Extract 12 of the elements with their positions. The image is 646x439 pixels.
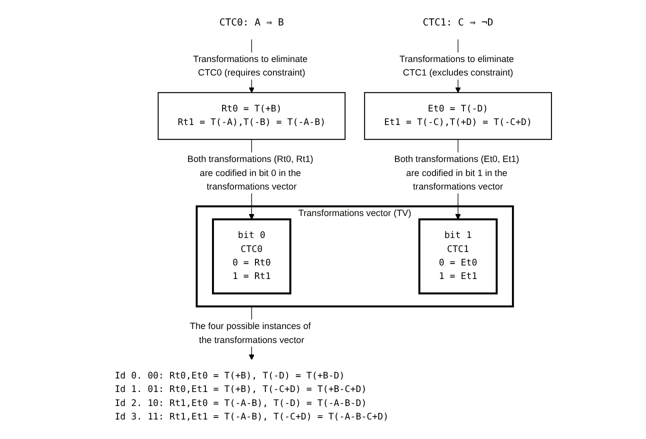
edge-label: Transformations to eliminate CTC1 (excludes constraint) xyxy=(399,54,514,78)
node-text: Id 0. 00: Rt0,Et0 = T(+B), T(-D) = T(+B-D) Id 1. 01: Rt0,Et1 = T(+B), T(-C+D) = T(+B-C+D) Id 2. 10: Rt1,Et0 = T(-A-B), T(-D) = T(-A-B-D) Id 3. 11: Rt1,Et1 = T(-A-B), T(-C+D) = T(-A-B-C+D) xyxy=(114,370,388,422)
node-text: CTC0: A ⇒ B xyxy=(219,16,284,28)
node-box: bit 1 CTC1 0 = Et0 1 = Et1 xyxy=(418,218,498,294)
edge-label: Transformations to eliminate CTC0 (requires constraint) xyxy=(192,54,308,78)
node-box: bit 0 CTC0 0 = Rt0 1 = Rt1 xyxy=(212,218,291,294)
node-box: Et0 = T(-D) Et1 = T(-C),T(+D) = T(-C+D) xyxy=(364,92,552,140)
edge-label: Both transformations (Rt0, Rt1) are codified in bit 0 in the transformations vector xyxy=(187,154,313,192)
edge-label: The four possible instances of the transformations vector xyxy=(190,320,310,345)
node-text: CTC1: C ⇒ ¬D xyxy=(422,16,493,28)
node-box: Rt0 = T(+B) Rt1 = T(-A),T(-B) = T(-A-B) xyxy=(157,92,346,140)
edge-label: Both transformations (Et0, Et1) are codified in bit 1 in the transformations vector xyxy=(394,154,519,192)
